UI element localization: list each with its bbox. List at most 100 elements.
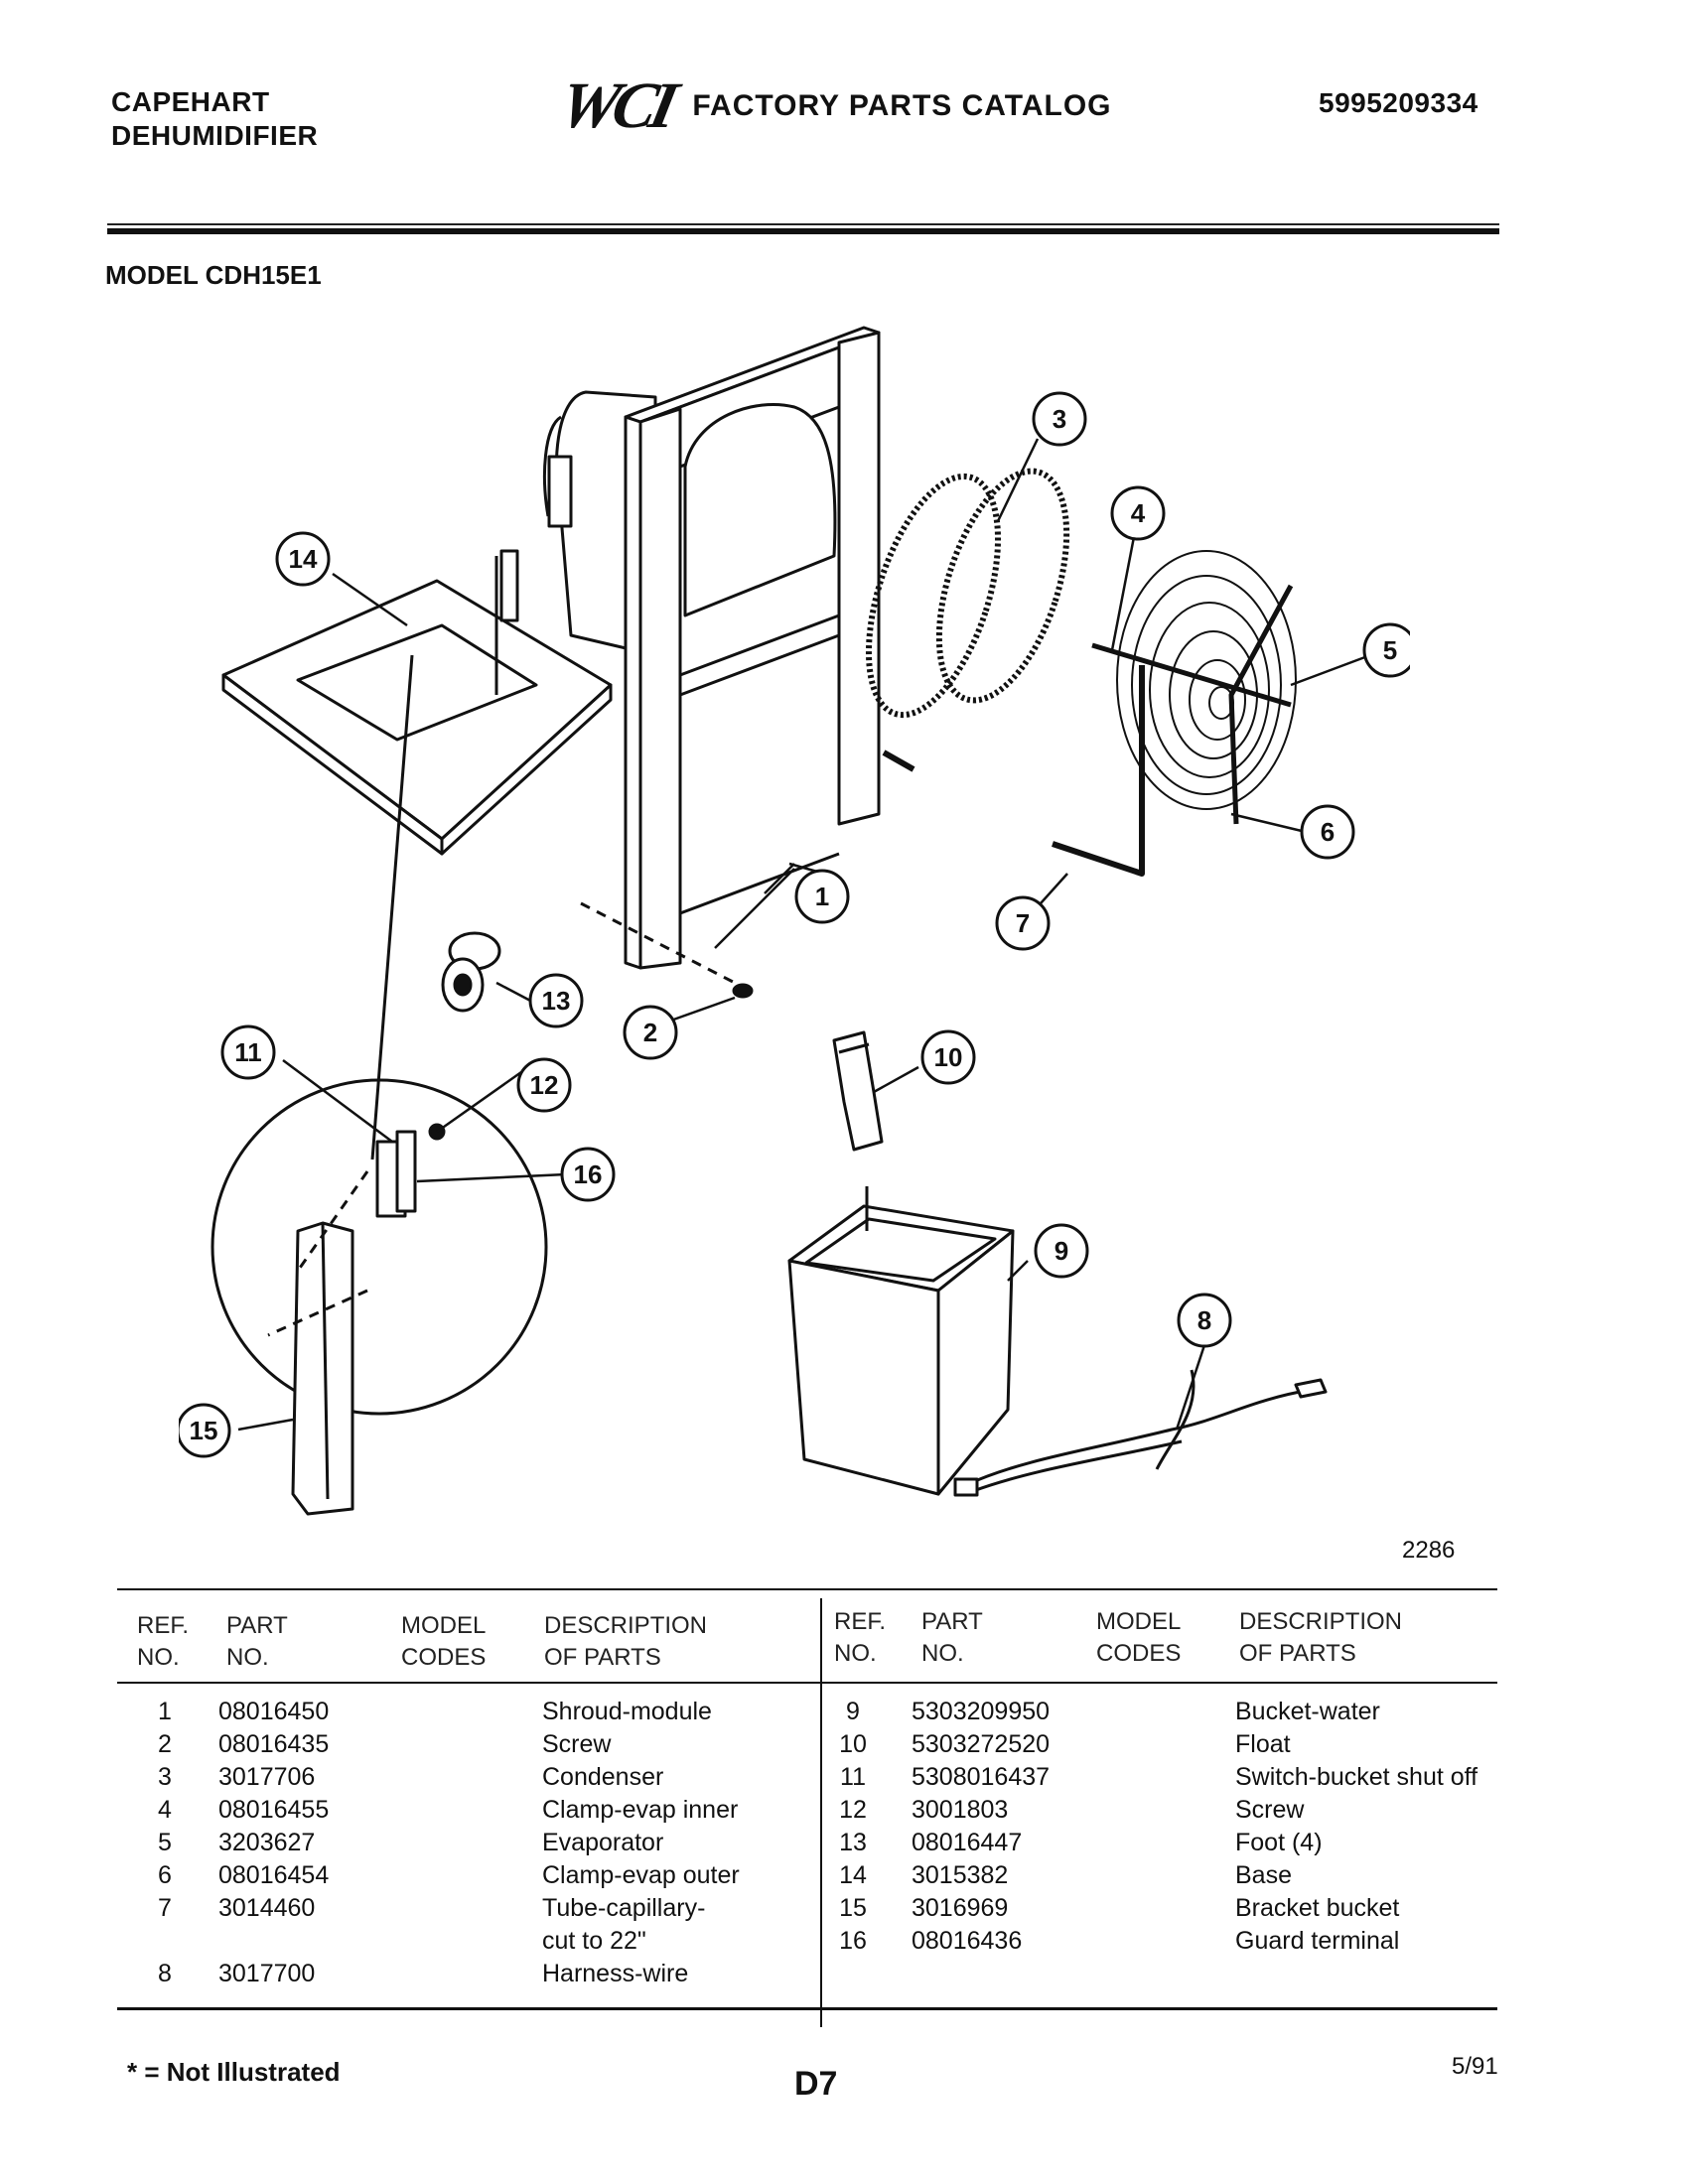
part-number: 5303272520	[912, 1730, 1051, 1758]
header-rule-thick	[107, 228, 1499, 234]
header-model-right-line1: MODEL	[1096, 1608, 1182, 1635]
callout-10: 10	[934, 1042, 963, 1072]
part-description: Base	[1235, 1861, 1292, 1889]
model-label: MODEL CDH15E1	[105, 260, 322, 290]
right-ref-col: 9 10 11 12 13 14 15 16	[836, 1696, 870, 1958]
table-top-rule	[117, 1588, 1497, 1590]
wci-logo: WCI	[553, 69, 679, 142]
table-row: 8	[158, 1960, 172, 1987]
callout-6: 6	[1321, 817, 1335, 847]
float-part	[832, 1030, 884, 1152]
header-part-line1: PART	[226, 1612, 288, 1639]
part-number: 3001803	[912, 1796, 1009, 1824]
callout-13: 13	[542, 986, 571, 1016]
part-number: 3014460	[218, 1894, 316, 1922]
header-part-right: PART NO.	[921, 1606, 983, 1670]
part-description: Tube-capillary-	[542, 1894, 706, 1922]
table-row: 12	[839, 1796, 867, 1824]
table-row: 10	[839, 1730, 867, 1758]
part-description: Condenser	[542, 1763, 664, 1791]
header-model-right: MODEL CODES	[1096, 1606, 1181, 1670]
table-bottom-rule	[117, 2007, 1497, 2010]
header-part-right-line2: NO.	[921, 1640, 964, 1667]
part-number: 3017706	[218, 1763, 316, 1791]
callout-15: 15	[190, 1416, 218, 1445]
part-description: Foot (4)	[1235, 1829, 1323, 1856]
callout-12: 12	[530, 1070, 559, 1100]
callout-14: 14	[289, 544, 318, 574]
part-description: Guard terminal	[1235, 1927, 1400, 1955]
part-number: 3016969	[912, 1894, 1009, 1922]
right-desc-col: Bucket-water Float Switch-bucket shut of…	[1235, 1696, 1497, 1958]
part-description: Screw	[1235, 1796, 1305, 1824]
detail-circle	[211, 1078, 548, 1416]
catalog-number: 5995209334	[1319, 87, 1478, 118]
header-part: PART NO.	[226, 1610, 288, 1674]
exploded-parts-diagram: 1 2 3 4 5 6 7 8 9 10 11 12 13 14 15 16	[179, 326, 1410, 1516]
header-ref-line1: REF.	[137, 1612, 190, 1639]
header-ref: REF. NO.	[137, 1610, 189, 1674]
part-number: 3203627	[218, 1829, 316, 1856]
right-part-col: 5303209950 5303272520 5308016437 3001803…	[912, 1696, 1050, 1958]
table-row: 2	[158, 1730, 172, 1758]
part-number: 3017700	[218, 1960, 316, 1987]
brand-name: CAPEHART	[111, 86, 270, 117]
left-desc-col: Shroud-module Screw Condenser Clamp-evap…	[542, 1696, 740, 1990]
table-row: 6	[158, 1861, 172, 1889]
header-model: MODEL CODES	[401, 1610, 486, 1674]
not-illustrated-note: * = Not Illustrated	[127, 2057, 341, 2087]
table-row: 5	[158, 1829, 172, 1856]
header-model-line1: MODEL	[401, 1612, 487, 1639]
part-number: 5303209950	[912, 1698, 1051, 1725]
part-number: 08016435	[218, 1730, 330, 1758]
water-bucket	[787, 1186, 1015, 1496]
header-desc-line2: OF PARTS	[544, 1644, 661, 1671]
catalog-title: FACTORY PARTS CATALOG	[692, 89, 1112, 122]
header-desc-line1: DESCRIPTION	[544, 1612, 708, 1639]
table-row: 14	[839, 1861, 867, 1889]
header-ref-right: REF. NO.	[834, 1606, 886, 1670]
table-header-rule	[117, 1682, 1497, 1684]
callout-8: 8	[1197, 1305, 1211, 1335]
part-description: Clamp-evap inner	[542, 1796, 739, 1824]
header-part-right-line1: PART	[921, 1608, 983, 1635]
part-number: 08016450	[218, 1698, 330, 1725]
header-model-line2: CODES	[401, 1644, 487, 1671]
foot-part	[441, 931, 501, 1013]
header-ref-right-line2: NO.	[834, 1640, 877, 1667]
part-description: Clamp-evap outer	[542, 1861, 740, 1889]
product-type: DEHUMIDIFIER	[111, 120, 319, 151]
header-desc-right: DESCRIPTION OF PARTS	[1239, 1606, 1402, 1670]
part-number: 3015382	[912, 1861, 1009, 1889]
base-part	[221, 549, 613, 856]
part-number: 08016454	[218, 1861, 330, 1889]
wire-harness	[953, 1369, 1328, 1497]
header-rule-thin	[107, 223, 1499, 225]
part-number: 5308016437	[912, 1763, 1051, 1791]
table-column-divider	[820, 1598, 822, 2027]
table-row: 13	[839, 1829, 867, 1856]
callout-9: 9	[1055, 1236, 1068, 1266]
part-description: Screw	[542, 1730, 612, 1758]
callout-11: 11	[234, 1037, 262, 1067]
catalog-header: WCI FACTORY PARTS CATALOG	[553, 69, 1112, 142]
callout-4: 4	[1131, 498, 1146, 528]
part-description: Shroud-module	[542, 1698, 712, 1725]
callout-7: 7	[1016, 908, 1030, 938]
shroud-part	[624, 326, 881, 970]
part-description: Evaporator	[542, 1829, 664, 1856]
part-description: Switch-bucket shut off	[1235, 1763, 1478, 1791]
part-description: Bracket bucket	[1235, 1894, 1400, 1922]
part-number: 08016447	[912, 1829, 1023, 1856]
table-row: 7	[158, 1894, 172, 1922]
table-row: 15	[839, 1894, 867, 1922]
part-description: Harness-wire	[542, 1960, 689, 1987]
callout-5: 5	[1383, 635, 1397, 665]
header-part-line2: NO.	[226, 1644, 269, 1671]
table-row: 9	[846, 1698, 860, 1725]
bracket-part	[291, 1221, 354, 1516]
part-description-cont: cut to 22"	[542, 1927, 646, 1955]
header-desc-right-line1: DESCRIPTION	[1239, 1608, 1403, 1635]
part-number: 08016455	[218, 1796, 330, 1824]
header-ref-right-line1: REF.	[834, 1608, 887, 1635]
